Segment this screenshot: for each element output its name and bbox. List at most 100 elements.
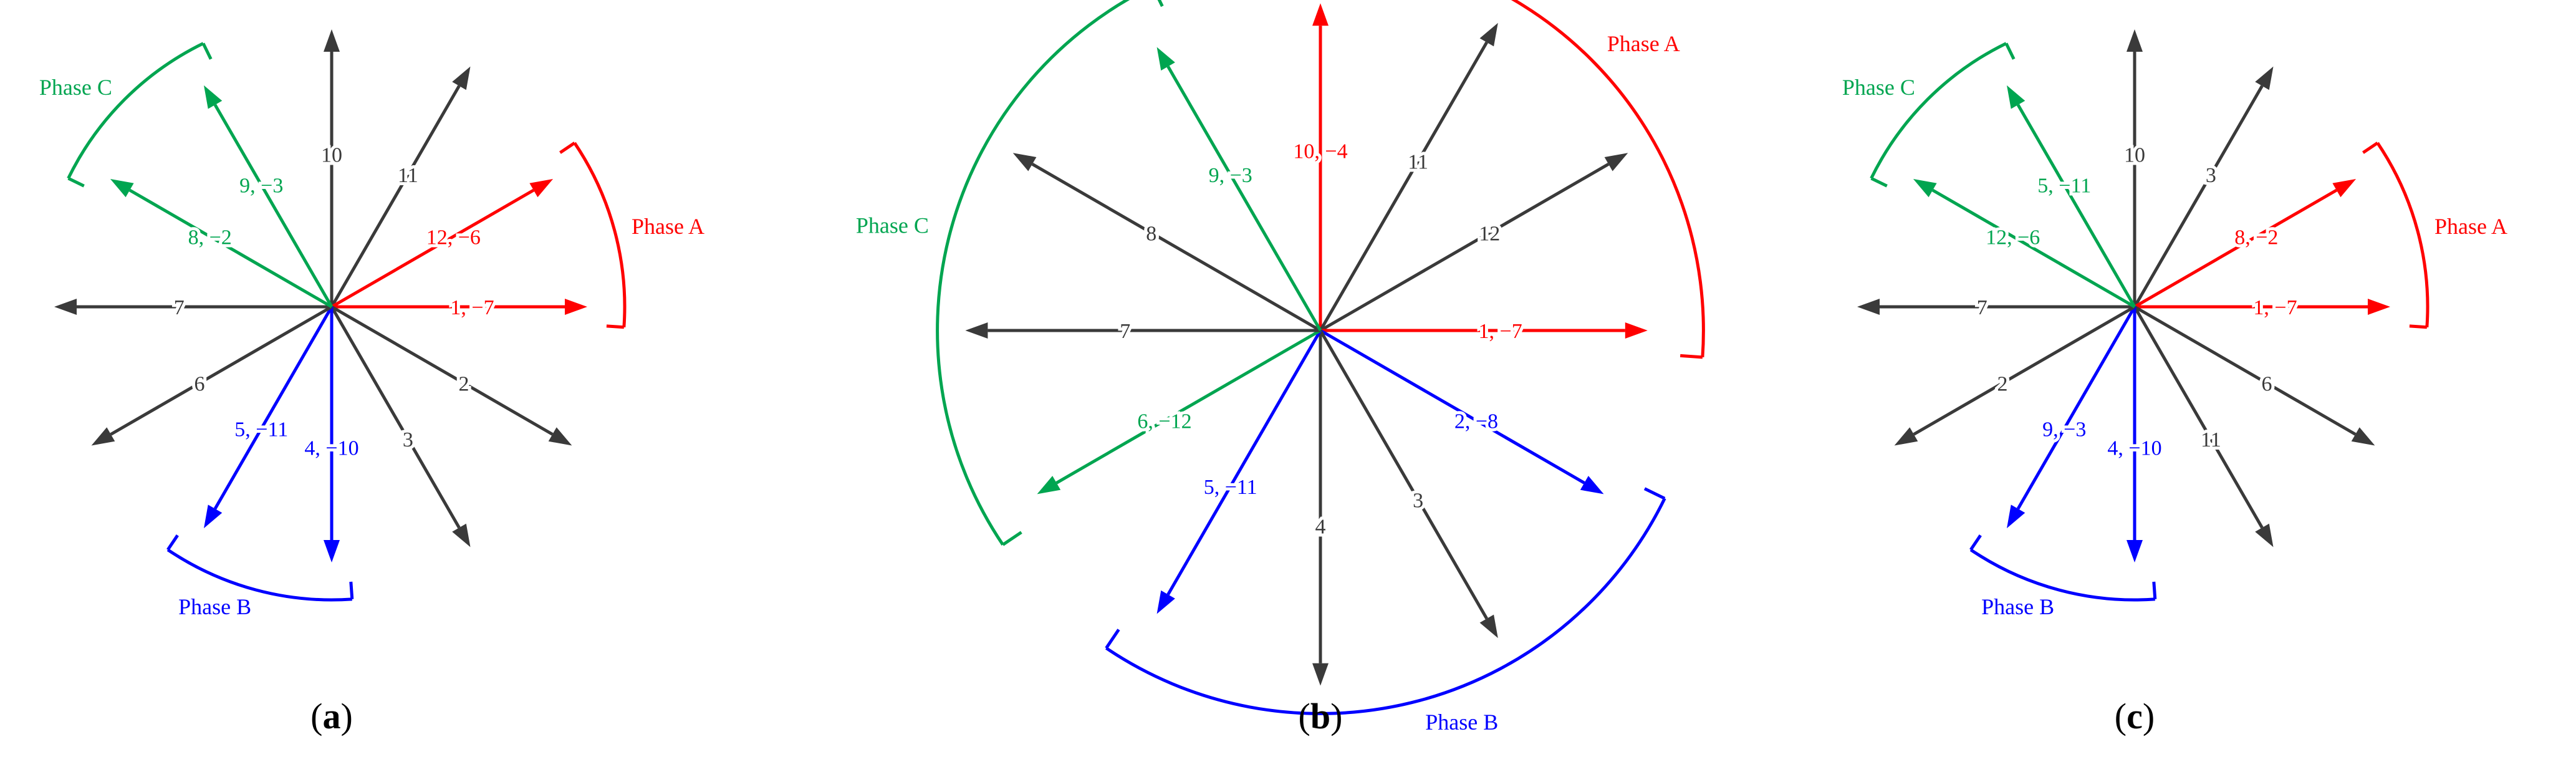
caption-b: (b) bbox=[1299, 696, 1343, 736]
vector-label: 11 bbox=[2201, 428, 2221, 451]
vector-label: 7 bbox=[174, 296, 185, 319]
vector-12-arrowhead bbox=[2007, 85, 2026, 109]
phase-b-bracket bbox=[1969, 548, 2155, 602]
vector-label: 11 bbox=[398, 164, 418, 187]
phase-b-bracket bbox=[166, 548, 352, 602]
vector-1: 10, −4 bbox=[1290, 3, 1351, 330]
vector-8-arrowhead bbox=[204, 504, 223, 529]
caption-c: (c) bbox=[2115, 696, 2155, 736]
vector-10: 7 bbox=[1857, 293, 2135, 322]
vector-9-arrowhead bbox=[1894, 427, 1918, 446]
vector-4-arrowhead bbox=[2368, 299, 2390, 315]
vector-1-arrowhead bbox=[2127, 29, 2143, 52]
phase-c-bracket-tick bbox=[67, 176, 85, 188]
vector-11-shaft bbox=[1931, 188, 2136, 309]
phase-c-bracket-tick bbox=[1002, 531, 1022, 546]
vector-6: 3 bbox=[330, 306, 471, 547]
phase-b-bracket-tick bbox=[1643, 487, 1666, 500]
vector-8-shaft bbox=[213, 306, 334, 510]
vector-6: 11 bbox=[2133, 306, 2274, 547]
phase-a-bracket-tick bbox=[606, 324, 625, 329]
vector-label: 10 bbox=[321, 143, 342, 166]
vector-2-arrowhead bbox=[1479, 22, 1498, 47]
vector-label: 2 bbox=[458, 372, 469, 395]
vector-5-shaft bbox=[1319, 329, 1585, 485]
vector-label: 2, −8 bbox=[1454, 410, 1498, 433]
vector-label: 6, −12 bbox=[1137, 410, 1191, 433]
phase-c-bracket-tick bbox=[1870, 176, 1888, 188]
vector-6-arrowhead bbox=[2255, 523, 2274, 547]
vector-1: 10 bbox=[2121, 29, 2148, 307]
vector-label: 4, −10 bbox=[2107, 437, 2161, 460]
vector-9: 6 bbox=[91, 305, 333, 446]
vector-4: 1, −7 bbox=[332, 293, 587, 322]
vector-label: 8 bbox=[1146, 222, 1156, 245]
vector-5-shaft bbox=[2133, 305, 2357, 436]
vector-label: 1, −7 bbox=[1479, 320, 1522, 343]
vector-8-arrowhead bbox=[2007, 504, 2026, 529]
phase-b-bracket-tick bbox=[166, 534, 179, 551]
phase-b-label: Phase B bbox=[1981, 594, 2054, 619]
vector-label: 3 bbox=[403, 428, 413, 451]
vector-4: 1, −7 bbox=[2135, 293, 2390, 322]
vector-1-arrowhead bbox=[1312, 3, 1329, 26]
vector-8: 5, −11 bbox=[1156, 329, 1322, 614]
phase-c-bracket-tick bbox=[1157, 0, 1164, 7]
vector-12: 9, −3 bbox=[1156, 47, 1322, 332]
vector-label: 12 bbox=[1479, 222, 1500, 245]
vector-label: 11 bbox=[1408, 151, 1428, 174]
vector-label: 1, −7 bbox=[2253, 296, 2297, 319]
phase-c-bracket-tick bbox=[201, 42, 213, 60]
vector-label: 5, −11 bbox=[1204, 476, 1257, 499]
phase-b-label: Phase B bbox=[1425, 710, 1498, 735]
vector-7-arrowhead bbox=[324, 540, 340, 562]
vector-8-shaft bbox=[2016, 306, 2136, 510]
vector-11: 8 bbox=[1012, 153, 1322, 332]
vector-3-arrowhead bbox=[529, 179, 554, 198]
vector-11-arrowhead bbox=[1913, 179, 1937, 198]
vector-11-arrowhead bbox=[110, 179, 134, 198]
vector-7: 4, −10 bbox=[301, 307, 362, 562]
vector-8-shaft bbox=[1166, 329, 1322, 596]
vector-4-arrowhead bbox=[565, 299, 587, 315]
vector-label: 3 bbox=[1413, 489, 1423, 512]
vector-11-shaft bbox=[1031, 163, 1322, 332]
phase-c-label: Phase C bbox=[856, 213, 929, 238]
phase-a-label: Phase A bbox=[1607, 31, 1680, 56]
vector-10: 7 bbox=[54, 293, 332, 322]
phase-a-bracket-tick bbox=[1680, 354, 1703, 359]
vector-3-arrowhead bbox=[1604, 153, 1628, 171]
phase-b-label: Phase B bbox=[178, 594, 251, 619]
vector-2-arrowhead bbox=[452, 66, 471, 90]
vector-6: 3 bbox=[1319, 329, 1498, 639]
phase-b-bracket-tick bbox=[349, 581, 354, 600]
vector-3-shaft bbox=[1319, 163, 1610, 332]
vector-3: 8, −2 bbox=[2133, 179, 2357, 309]
vector-5-shaft bbox=[330, 305, 554, 436]
vector-label: 4, −10 bbox=[304, 437, 358, 460]
phase-b-bracket bbox=[1105, 498, 1666, 715]
vector-9-arrowhead bbox=[91, 427, 115, 446]
vector-12-shaft bbox=[2016, 104, 2136, 308]
vector-label: 9, −3 bbox=[239, 175, 283, 198]
vector-7-arrowhead bbox=[1312, 663, 1329, 686]
vector-1: 10 bbox=[318, 29, 345, 307]
vector-label: 7 bbox=[1977, 296, 1987, 319]
vector-2: 3 bbox=[2133, 66, 2274, 308]
vector-4: 1, −7 bbox=[1320, 317, 1648, 346]
vector-2-shaft bbox=[330, 85, 461, 308]
phase-c-bracket-tick bbox=[2004, 42, 2016, 60]
vector-label: 1, −7 bbox=[450, 296, 494, 319]
vector-label: 10, −4 bbox=[1293, 140, 1347, 163]
vector-7-arrowhead bbox=[2127, 540, 2143, 562]
vector-11: 8, −2 bbox=[110, 179, 333, 309]
vector-label: 3 bbox=[2206, 164, 2216, 187]
vector-7: 4, −10 bbox=[2104, 307, 2165, 562]
vector-label: 7 bbox=[1120, 320, 1130, 343]
phase-b-bracket-tick bbox=[1969, 534, 1982, 551]
vector-8: 5, −11 bbox=[204, 306, 334, 529]
phase-a-bracket bbox=[573, 142, 627, 327]
